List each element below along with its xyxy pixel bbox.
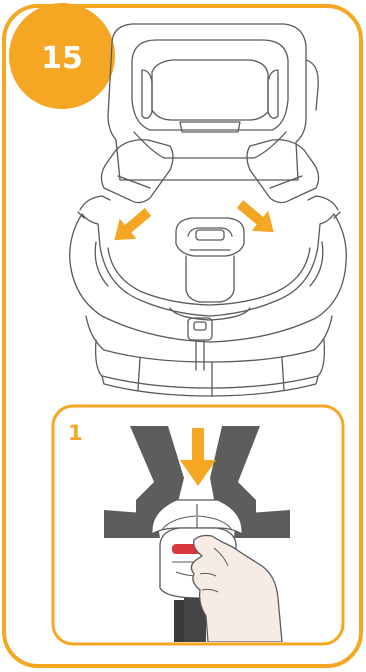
step-number: 15 (41, 41, 83, 76)
seat-back-shell (108, 24, 306, 180)
detail-number: 1 (68, 421, 83, 445)
arrow-left-down-icon (106, 202, 156, 250)
car-seat-drawing (70, 24, 347, 396)
seat-bucket (70, 214, 347, 342)
seat-base (86, 316, 332, 362)
crotch-strap (186, 256, 234, 302)
shoulder-pad-left (101, 140, 173, 203)
arrow-outward-icon (106, 194, 282, 250)
harness-adjuster (188, 318, 212, 340)
step-badge: 15 (9, 3, 115, 109)
shoulder-pad-right (247, 140, 319, 203)
headrest (132, 40, 288, 130)
